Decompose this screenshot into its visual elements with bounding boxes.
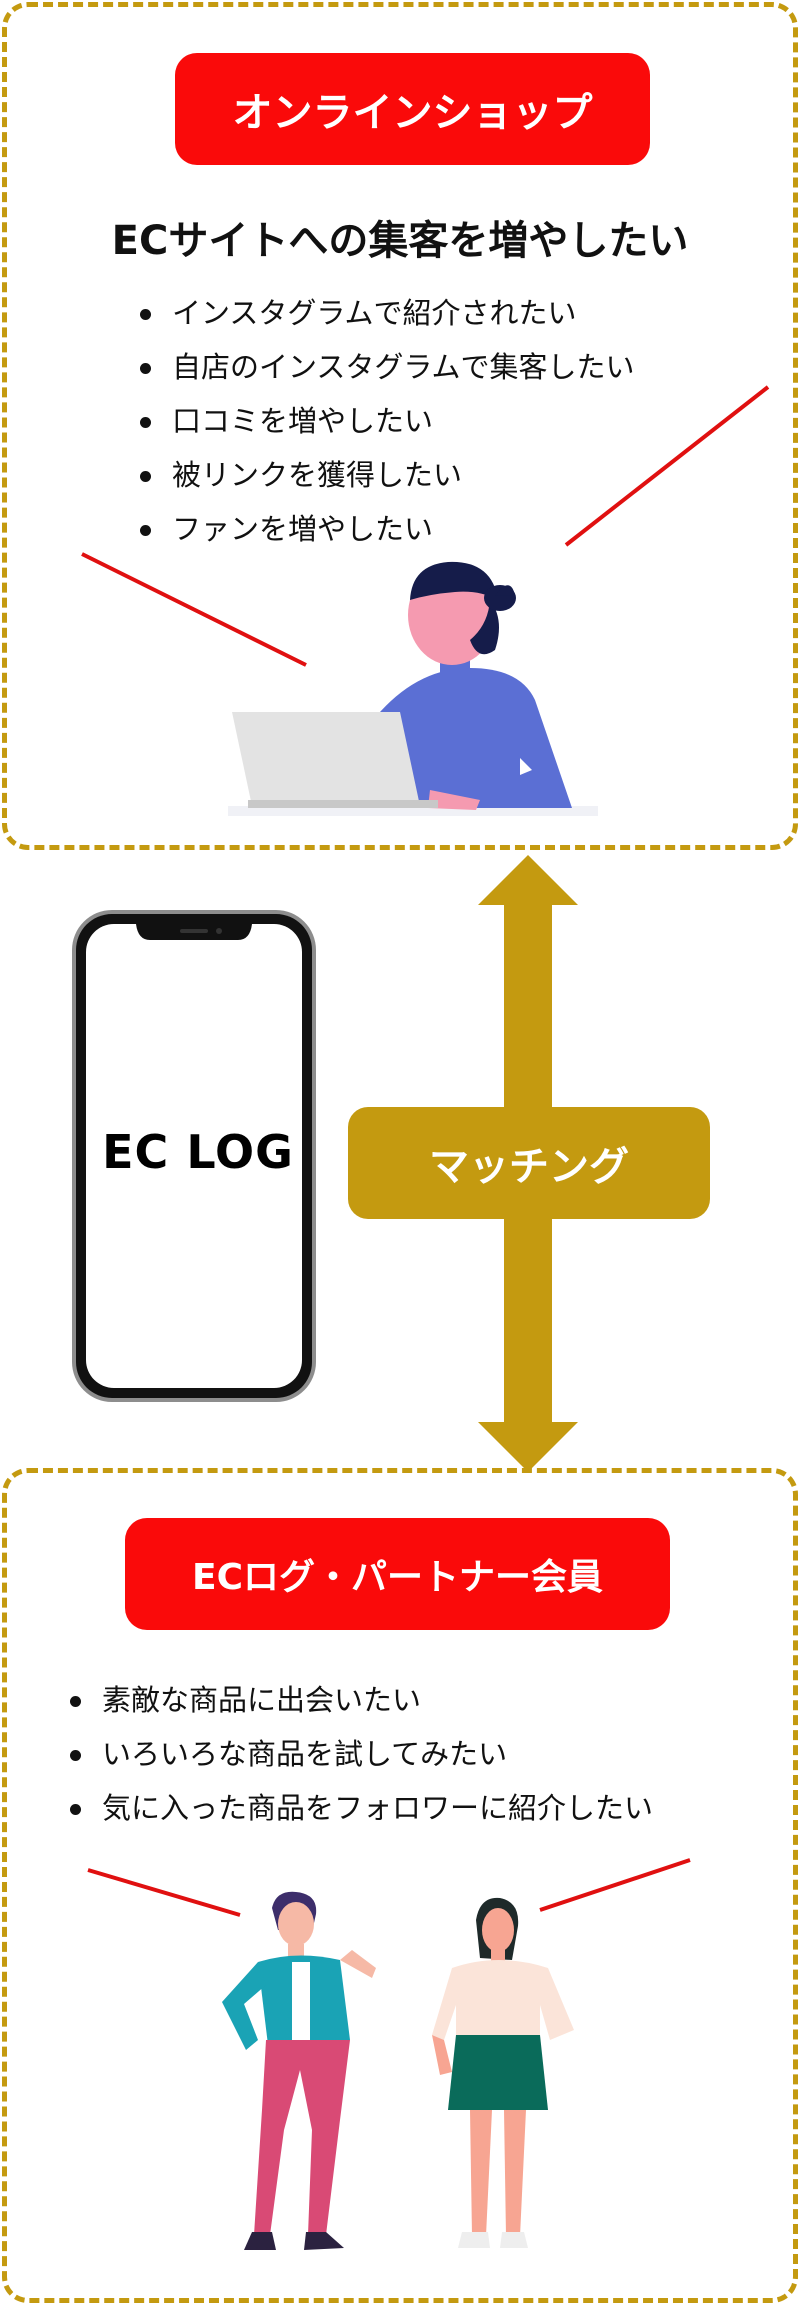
online-shop-badge: オンラインショップ <box>175 53 650 165</box>
accent-line-left <box>81 552 307 667</box>
online-shop-heading: ECサイトへの集客を増やしたい <box>111 218 689 264</box>
matching-label: マッチング <box>348 1107 710 1219</box>
list-item: 自店のインスタグラムで集客したい <box>134 340 635 394</box>
list-item: ファンを増やしたい <box>134 502 635 556</box>
list-item: インスタグラムで紹介されたい <box>134 286 635 340</box>
phone-screen-text: EC LOG <box>102 1125 294 1179</box>
list-item: 素敵な商品に出会いたい <box>64 1673 653 1727</box>
partner-member-panel <box>2 1468 798 2303</box>
online-shop-needs-list: インスタグラムで紹介されたい 自店のインスタグラムで集客したい 口コミを増やした… <box>134 286 635 556</box>
accent-line-right <box>564 385 770 547</box>
list-item: 被リンクを獲得したい <box>134 448 635 502</box>
partner-member-badge: ECログ・パートナー会員 <box>125 1518 670 1630</box>
woman-figure <box>432 1897 574 2248</box>
list-item: いろいろな商品を試してみたい <box>64 1727 653 1781</box>
list-item: 口コミを増やしたい <box>134 394 635 448</box>
accent-line-left <box>87 1868 241 1917</box>
list-item: 気に入った商品をフォロワーに紹介したい <box>64 1781 653 1835</box>
accent-line-right <box>539 1858 691 1912</box>
man-figure <box>222 1891 376 2250</box>
partner-needs-list: 素敵な商品に出会いたい いろいろな商品を試してみたい 気に入った商品をフォロワー… <box>64 1673 653 1835</box>
online-shop-panel <box>2 2 798 850</box>
